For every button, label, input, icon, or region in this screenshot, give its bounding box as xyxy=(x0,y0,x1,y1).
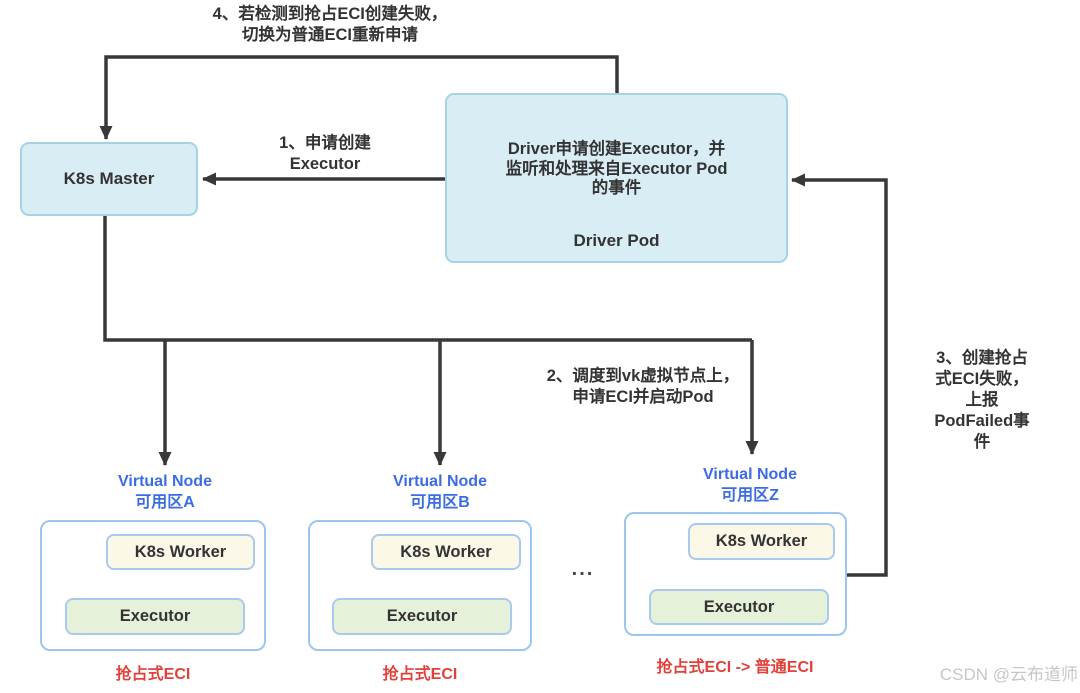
csdn-watermark: CSDN @云布道师 xyxy=(939,665,1078,684)
virtual-node-b-zone: 可用区B xyxy=(410,494,470,511)
virtual-node-b-name: Virtual Node xyxy=(393,473,487,490)
k8s-worker-box-z: K8s Worker xyxy=(688,523,835,560)
step4-annotation: 4、若检测到抢占ECI创建失败， 切换为普通ECI重新申请 xyxy=(212,5,448,44)
executor-box-b: Executor xyxy=(332,598,512,635)
virtual-node-z-zone: 可用区Z xyxy=(721,487,779,504)
virtual-node-a-title: Virtual Node 可用区A xyxy=(118,471,212,513)
step2-annotation: 2、调度到vk虚拟节点上， 申请ECI并启动Pod xyxy=(546,367,740,406)
virtual-node-z-title: Virtual Node 可用区Z xyxy=(703,464,797,506)
line-master-to-virtual-nodes xyxy=(103,214,752,342)
executor-label-a: Executor xyxy=(119,607,191,625)
arrow-step4-retry xyxy=(99,55,619,140)
step3-annotation: 3、创建抢占式ECI失败， 上报PodFailed事件 xyxy=(934,349,1030,451)
step1-annotation: 1、申请创建 Executor xyxy=(279,134,371,173)
virtual-node-z-group: K8s Worker Executor xyxy=(624,512,847,636)
virtual-node-z-name: Virtual Node xyxy=(703,466,797,483)
more-nodes-ellipsis: ... xyxy=(571,558,595,580)
virtual-node-b-title: Virtual Node 可用区B xyxy=(393,471,487,513)
executor-box-a: Executor xyxy=(65,598,245,635)
eci-type-label-b: 抢占式ECI xyxy=(382,666,458,683)
virtual-node-b-group: K8s Worker Executor xyxy=(308,520,532,651)
virtual-node-a-zone: 可用区A xyxy=(135,494,195,511)
k8s-worker-box-a: K8s Worker xyxy=(106,534,255,570)
k8s-worker-box-b: K8s Worker xyxy=(371,534,521,570)
virtual-node-a-name: Virtual Node xyxy=(118,473,212,490)
eci-type-label-a: 抢占式ECI xyxy=(115,666,191,683)
executor-label-b: Executor xyxy=(386,607,458,625)
executor-box-z: Executor xyxy=(649,589,829,625)
eci-type-label-z: 抢占式ECI -> 普通ECI xyxy=(656,659,814,676)
virtual-node-a-group: K8s Worker Executor xyxy=(40,520,266,651)
driver-pod-node: Driver申请创建Executor，并 监听和处理来自Executor Pod… xyxy=(445,93,788,263)
k8s-master-node: K8s Master xyxy=(20,142,198,216)
arrow-step3-podfailed xyxy=(791,173,888,577)
k8s-worker-label-a: K8s Worker xyxy=(134,542,227,561)
executor-label-z: Executor xyxy=(703,597,775,616)
driver-pod-description: Driver申请创建Executor，并 监听和处理来自Executor Pod… xyxy=(505,140,728,197)
driver-pod-label: Driver Pod xyxy=(573,231,660,250)
k8s-worker-label-b: K8s Worker xyxy=(400,542,492,561)
k8s-master-label: K8s Master xyxy=(63,169,155,188)
k8s-worker-label-z: K8s Worker xyxy=(715,532,808,550)
